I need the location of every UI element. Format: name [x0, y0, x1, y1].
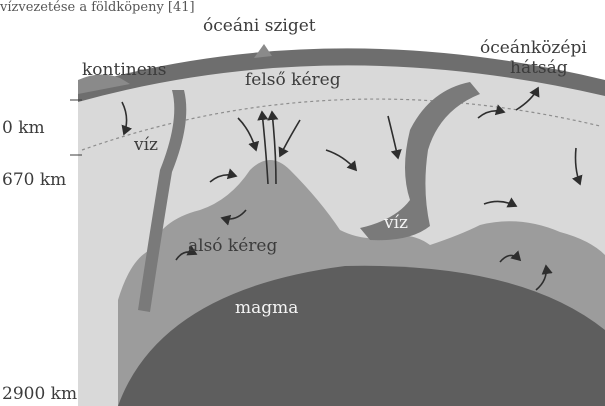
depth-label-670km: 670 km [2, 172, 66, 189]
label-upper-crust: felső kéreg [245, 72, 341, 89]
oceanic-island-peak [254, 44, 272, 58]
label-magma: magma [235, 300, 298, 317]
label-mid-ocean-ridge-line2: hátság [510, 60, 568, 77]
label-water-right: víz [384, 215, 408, 232]
label-continent: kontinens [82, 62, 166, 79]
depth-label-2900km: 2900 km [2, 386, 77, 403]
label-water-left: víz [134, 137, 158, 154]
label-lower-crust: alsó kéreg [188, 238, 277, 255]
label-mid-ocean-ridge-line1: óceánközépi [480, 40, 587, 57]
depth-label-0km: 0 km [2, 120, 45, 137]
label-oceanic-island: óceáni sziget [203, 18, 316, 35]
